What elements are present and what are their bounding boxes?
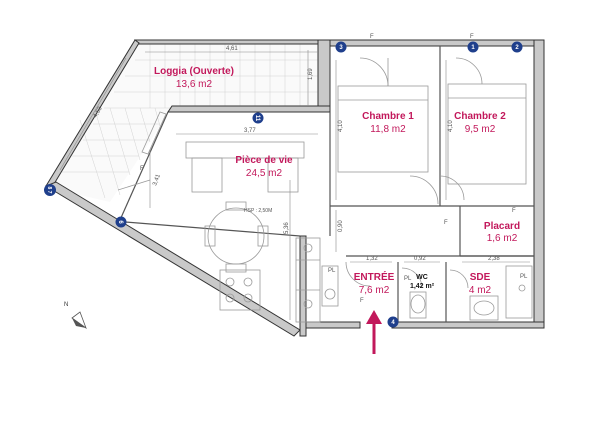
dim-label: 5,36 — [284, 222, 290, 234]
svg-text:3: 3 — [339, 45, 343, 51]
room-area-loggia: 13,6 m2 — [176, 79, 213, 90]
dim-label: F — [470, 34, 474, 40]
dim-label: 4,61 — [226, 46, 238, 52]
room-name-wc: WC — [416, 274, 428, 281]
dim-label: PL — [328, 268, 336, 274]
north-arrow-icon: N — [64, 302, 87, 330]
dim-label: 3,77 — [244, 128, 256, 134]
dim-label: 0,90 — [338, 220, 344, 232]
dim-label: 4,53 — [93, 105, 104, 119]
dim-label: F — [140, 166, 144, 172]
dim-label: 1,69 — [308, 68, 314, 80]
room-area-chambre-1: 11,8 m2 — [370, 124, 406, 135]
dim-label: 0,92 — [414, 256, 426, 262]
room-area-sde: 4 m2 — [469, 285, 492, 296]
svg-text:11: 11 — [254, 115, 260, 122]
marker-11: 11 — [252, 112, 264, 124]
dim-label: 2,38 — [488, 256, 500, 262]
facade-markers: 3 1 2 11 8 7 6 4 — [44, 41, 523, 328]
marker-2: 2 — [511, 41, 523, 53]
entrance-arrow-icon — [366, 310, 382, 354]
dim-label: 3,41 — [152, 173, 162, 187]
north-label: N — [64, 302, 68, 308]
dim-label: 4,10 — [448, 120, 454, 132]
dim-label: 1,32 — [366, 256, 378, 262]
marker-1: 1 — [467, 41, 479, 53]
dim-label: F — [444, 220, 448, 226]
room-area-wc: 1,42 m² — [410, 283, 435, 290]
room-name-chambre-2: Chambre 2 — [454, 111, 506, 122]
room-name-sde: SDE — [470, 272, 491, 283]
svg-text:1: 1 — [471, 45, 475, 51]
room-name-entree: ENTRÉE — [354, 270, 395, 283]
dim-label: F — [370, 34, 374, 40]
dim-label: F — [360, 298, 364, 304]
room-name-piece-de-vie: Pièce de vie — [235, 155, 293, 166]
svg-text:8 7: 8 7 — [46, 187, 52, 194]
loggia-tiles — [50, 44, 320, 202]
dim-label: 4,10 — [338, 120, 344, 132]
dimension-lines — [59, 50, 530, 320]
dimension-labels: 4,61 1,69 4,53 3,77 4,10 3,41 4,10 0,90 … — [93, 34, 528, 304]
doors — [345, 57, 483, 289]
room-name-chambre-1: Chambre 1 — [362, 111, 414, 122]
room-name-loggia: Loggia (Ouverte) — [154, 66, 234, 77]
room-labels: Loggia (Ouverte) 13,6 m2 Pièce de vie 24… — [154, 66, 520, 296]
marker-6: 6 — [115, 216, 127, 228]
marker-8-7: 8 7 — [44, 184, 56, 196]
room-area-chambre-2: 9,5 m2 — [465, 124, 496, 135]
marker-4: 4 — [387, 316, 399, 328]
hsp-note: HSP : 2,50M — [244, 208, 272, 214]
furniture — [117, 83, 533, 323]
svg-text:6: 6 — [117, 220, 123, 224]
dim-label: F — [512, 208, 516, 214]
dim-label: PL — [404, 276, 412, 282]
dim-label: PL — [520, 274, 528, 280]
room-area-placard: 1,6 m2 — [487, 233, 518, 244]
room-name-placard: Placard — [484, 221, 520, 232]
marker-3: 3 — [335, 41, 347, 53]
room-area-entree: 7,6 m2 — [359, 285, 390, 296]
svg-text:4: 4 — [391, 320, 395, 326]
svg-text:2: 2 — [515, 45, 519, 51]
room-area-piece-de-vie: 24,5 m2 — [246, 168, 283, 179]
